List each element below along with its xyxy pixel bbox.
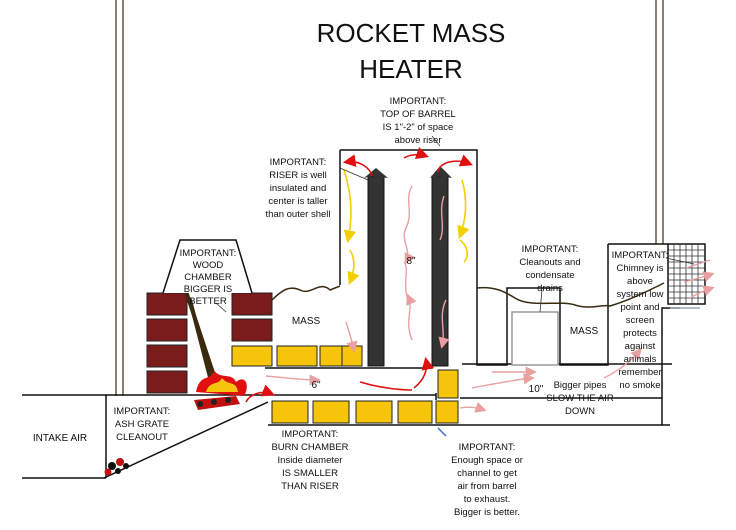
svg-text:Bigger is better.: Bigger is better. (454, 507, 520, 518)
heater-outline (265, 149, 700, 426)
flow-arrows-red (245, 146, 473, 403)
svg-text:IMPORTANT:: IMPORTANT: (270, 157, 327, 168)
svg-text:DOWN: DOWN (565, 406, 595, 417)
svg-text:center is taller: center is taller (268, 196, 327, 207)
svg-text:IMPORTANT:: IMPORTANT: (612, 250, 669, 261)
svg-text:CLEANOUT: CLEANOUT (116, 432, 168, 443)
chimney-screen-icon (667, 243, 706, 305)
label-bigger-pipes: Bigger pipes SLOW THE AIR DOWN (546, 380, 614, 417)
svg-text:Cleanouts and: Cleanouts and (519, 257, 580, 268)
svg-text:Enough space or: Enough space or (451, 455, 523, 466)
svg-text:IMPORTANT:: IMPORTANT: (459, 442, 516, 453)
svg-text:system low: system low (617, 289, 664, 300)
label-mass-right: MASS (570, 326, 599, 337)
label-dim-burn: 6" (311, 380, 321, 391)
svg-text:IMPORTANT:: IMPORTANT: (114, 406, 171, 417)
svg-text:drains: drains (537, 283, 563, 294)
svg-text:against: against (625, 341, 656, 352)
svg-text:IS SMALLER: IS SMALLER (282, 468, 338, 479)
label-mass-left: MASS (292, 316, 321, 327)
flow-arrows-yellow (343, 169, 470, 285)
svg-text:screen: screen (626, 315, 655, 326)
svg-text:BIGGER IS: BIGGER IS (184, 284, 233, 295)
svg-text:IMPORTANT:: IMPORTANT: (282, 429, 339, 440)
svg-text:Bigger pipes: Bigger pipes (554, 380, 607, 391)
wood-chamber-bricks (146, 292, 273, 394)
label-dim-pipe: 10" (529, 384, 544, 395)
svg-text:Inside diameter: Inside diameter (278, 455, 343, 466)
label-exhaust-space: IMPORTANT: Enough space or channel to ge… (451, 442, 523, 518)
riser-columns (364, 166, 452, 367)
svg-text:SLOW THE AIR: SLOW THE AIR (546, 393, 614, 404)
svg-text:THAN RISER: THAN RISER (281, 481, 339, 492)
svg-text:point and: point and (620, 302, 659, 313)
svg-text:IMPORTANT:: IMPORTANT: (180, 248, 237, 259)
svg-text:no smoke: no smoke (619, 380, 660, 391)
cleanout-box (511, 311, 559, 366)
svg-text:animals: animals (624, 354, 657, 365)
label-intake-air: INTAKE AIR (33, 433, 87, 444)
ash-coals-icon (104, 458, 129, 476)
label-wood-chamber: IMPORTANT: WOOD CHAMBER BIGGER IS BETTER (162, 239, 253, 307)
flow-arrows-pink (265, 185, 715, 413)
svg-text:channel to get: channel to get (457, 468, 517, 479)
leader-lines (215, 135, 695, 437)
svg-text:ASH GRATE: ASH GRATE (115, 419, 169, 430)
label-barrel-top: IMPORTANT: TOP OF BARREL IS 1"-2" of spa… (380, 96, 456, 146)
mass-wave-right (476, 282, 665, 308)
svg-text:insulated and: insulated and (270, 183, 327, 194)
room-wall-right (655, 0, 664, 244)
label-ash-grate: IMPORTANT: ASH GRATE CLEANOUT (114, 406, 171, 443)
mass-wave-left (271, 285, 341, 301)
svg-text:CHAMBER: CHAMBER (184, 272, 232, 283)
svg-text:condensate: condensate (525, 270, 574, 281)
svg-text:above: above (627, 276, 653, 287)
label-chimney: IMPORTANT: Chimney is above system low p… (612, 250, 669, 391)
fire-bricks (231, 345, 459, 424)
label-cleanouts: IMPORTANT: Cleanouts and condensate drai… (519, 244, 580, 294)
svg-text:WOOD: WOOD (193, 260, 224, 271)
svg-text:RISER is well: RISER is well (269, 170, 327, 181)
svg-text:IMPORTANT:: IMPORTANT: (390, 96, 447, 107)
svg-text:IMPORTANT:: IMPORTANT: (522, 244, 579, 255)
room-wall-left (115, 0, 124, 396)
svg-text:BETTER: BETTER (189, 296, 227, 307)
svg-text:to exhaust.: to exhaust. (464, 494, 510, 505)
label-riser: IMPORTANT: RISER is well insulated and c… (266, 157, 331, 220)
label-dim-riser: 8" (406, 256, 416, 267)
svg-text:air from barrel: air from barrel (457, 481, 516, 492)
svg-text:BURN CHAMBER: BURN CHAMBER (271, 442, 348, 453)
svg-text:protects: protects (623, 328, 657, 339)
label-burn-chamber: IMPORTANT: BURN CHAMBER Inside diameter … (271, 429, 348, 492)
svg-text:TOP OF BARREL: TOP OF BARREL (380, 109, 456, 120)
title-line-1: ROCKET MASS (317, 18, 506, 48)
title-line-2: HEATER (359, 54, 463, 84)
svg-text:Chimney is: Chimney is (617, 263, 664, 274)
fire-icon (194, 370, 247, 410)
svg-text:IS 1"-2" of space: IS 1"-2" of space (383, 122, 454, 133)
svg-text:than outer shell: than outer shell (266, 209, 331, 220)
svg-text:remember: remember (618, 367, 661, 378)
svg-text:above riser: above riser (395, 135, 442, 146)
